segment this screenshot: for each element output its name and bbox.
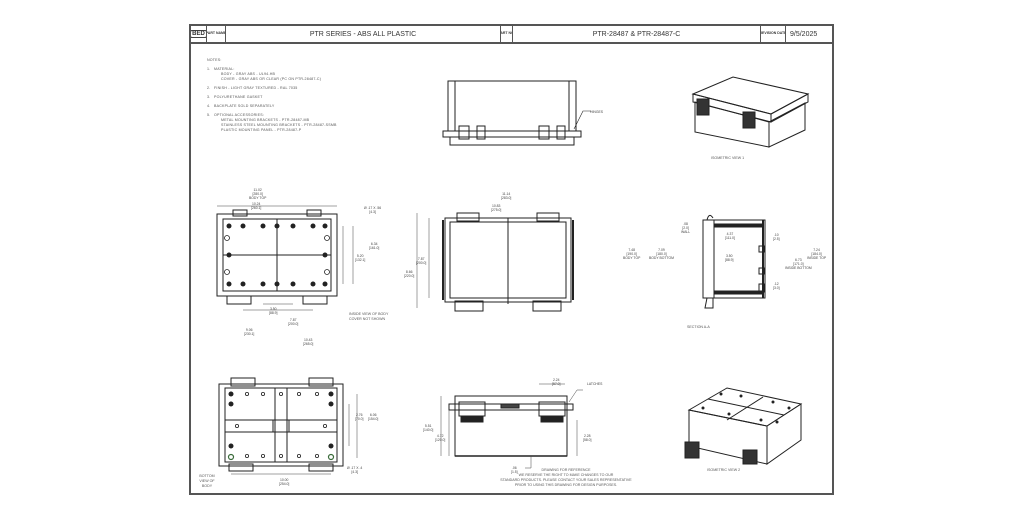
dim-hole-spacing-h3: 9.06[230.1] <box>244 328 255 336</box>
dim-mount-hole: Ø .17 X .56[4.3] <box>364 206 382 214</box>
dim-hole-spacing-h2: 7.87[200.0] <box>288 318 299 326</box>
bottom-view <box>218 377 358 475</box>
dim-bottom-spacing-1: 2.76[70.0] <box>355 413 364 421</box>
dim-cover-height-outer: 8.66[220.0] <box>404 270 415 278</box>
disclaimer-line: WE RESERVE THE RIGHT TO MAKE CHANGES TO … <box>518 473 614 477</box>
dim-body-top-width: 11.02[280.0]BODY TOP <box>249 188 267 200</box>
title-block: BED PART NAME PTR SERIES - ABS ALL PLAST… <box>191 26 832 44</box>
dim-hole-spacing-h1: 3.50[88.9] <box>269 307 278 315</box>
note-item: 5. OPTIONAL ACCESSORIES: <box>207 113 265 117</box>
dim-section-body-bottom: 7.09[180.0]BODY BOTTOM <box>649 248 674 260</box>
notes-heading: NOTES: <box>207 58 222 62</box>
revision-date: 9/5/2025 <box>790 30 818 38</box>
part-name: PTR SERIES - ABS ALL PLASTIC <box>226 26 501 42</box>
disclaimer-line: DRAWING FOR REFERENCE <box>541 468 591 472</box>
dim-latch-height: 2.28[58.0] <box>583 434 592 442</box>
dim-bottom-spacing-2: 6.06[154.0] <box>368 413 379 421</box>
dim-cover-height-inner: 7.87[200.0] <box>416 257 427 265</box>
dim-bottom-hole: Ø .17 X .4[4.3] <box>347 466 363 474</box>
dim-latch-spacing: 2.24[57.0] <box>552 378 561 386</box>
dim-body-bottom-width: 10.24[260.1] <box>251 202 262 210</box>
dim-hole-spacing-v2: 5.20[132.1] <box>355 254 366 262</box>
isometric-1-caption: ISOMETRIC VIEW 1 <box>711 156 745 160</box>
dim-section-wall-2: .10[2.5] <box>773 233 780 241</box>
dim-section-lip: .12[3.0] <box>773 282 780 290</box>
dim-section-inside-top: 7.24[184.0]INSIDE TOP <box>807 248 827 260</box>
dim-section-inside-bottom: 6.73[171.0]INSIDE BOTTOM <box>785 258 812 270</box>
dim-body-height: 4.72[120.0] <box>435 434 446 442</box>
note-sub: STAINLESS STEEL MOUNTING BRACKETS - PTR-… <box>221 123 337 127</box>
isometric-view-1 <box>691 76 810 148</box>
front-elevation-view <box>442 80 591 146</box>
cover-top-view <box>416 212 574 312</box>
dim-cover-width-inner: 10.83[275.0] <box>491 204 502 212</box>
logo-text: BED <box>191 30 206 38</box>
drawing-sheet: BED PART NAME PTR SERIES - ABS ALL PLAST… <box>189 24 834 495</box>
note-item: 3. POLYURETHANE GASKET <box>207 95 263 99</box>
dim-overall-height: 5.51[140.0] <box>423 424 434 432</box>
side-elevation-view <box>440 383 583 469</box>
hinges-callout: HINGES <box>590 110 603 114</box>
body-top-caption: INSIDE VIEW OF BODY COVER NOT SHOWN <box>349 312 389 321</box>
revision-date-label: REVISION DATE <box>761 26 786 42</box>
part-no-label: PART NO. <box>501 26 513 42</box>
note-sub: COVER - GRAY ABS OR CLEAR (PC ON PTR-284… <box>221 77 322 81</box>
dim-hole-spacing-v1: 6.34[161.0] <box>369 242 380 250</box>
dim-foot: .06[1.5] <box>511 466 518 474</box>
note-sub: PLASTIC MOUNTING PANEL - PTR-28487-P <box>221 128 302 132</box>
notes-block: NOTES: 1. MATERIAL: BODY - GRAY ABS - UL… <box>207 58 337 133</box>
disclaimer-line: PRIOR TO USING THIS DRAWING FOR DESIGN P… <box>514 483 618 487</box>
part-name-label: PART NAME <box>207 26 226 42</box>
dim-section-body-top: 7.48[190.0]BODY TOP <box>623 248 641 260</box>
note-sub: METAL MOUNTING BRACKETS - PTR-28487-MB <box>221 118 310 122</box>
note-sub: BODY - GRAY ABS - UL94-HB <box>221 72 276 76</box>
dim-hole-spacing-h4: 10.43[265.0] <box>303 338 314 346</box>
part-no: PTR-28487 & PTR-28487-C <box>513 26 761 42</box>
note-item: 2. FINISH - LIGHT GRAY TEXTURED - RAL 70… <box>207 86 298 90</box>
dim-section-depth-1: 4.37[111.0] <box>725 232 735 240</box>
latches-callout: LATCHES <box>587 382 603 386</box>
bottom-view-caption: BOTTOM VIEW OF BODY <box>199 474 215 488</box>
body-top-view <box>216 205 354 311</box>
section-caption: SECTION A-A <box>687 325 710 329</box>
disclaimer-note: DRAWING FOR REFERENCE WE RESERVE THE RIG… <box>491 468 641 488</box>
dim-bottom-width: 10.00[254.0] <box>279 478 290 486</box>
isometric-view-2 <box>684 387 803 465</box>
dim-cover-width-outer: 11.14[283.0] <box>501 192 512 200</box>
section-view <box>702 214 766 309</box>
dim-section-depth-2: 3.50[88.9] <box>725 254 734 262</box>
note-item: 1. MATERIAL: <box>207 67 235 71</box>
disclaimer-line: STANDARD PRODUCTS. PLEASE CONTACT YOUR S… <box>500 478 632 482</box>
company-logo: BED <box>191 26 207 42</box>
isometric-2-caption: ISOMETRIC VIEW 2 <box>707 468 741 472</box>
dim-section-wall-1: .08[2.0]WALL <box>681 222 691 234</box>
note-item: 4. BACKPLATE SOLD SEPARATELY <box>207 104 275 108</box>
